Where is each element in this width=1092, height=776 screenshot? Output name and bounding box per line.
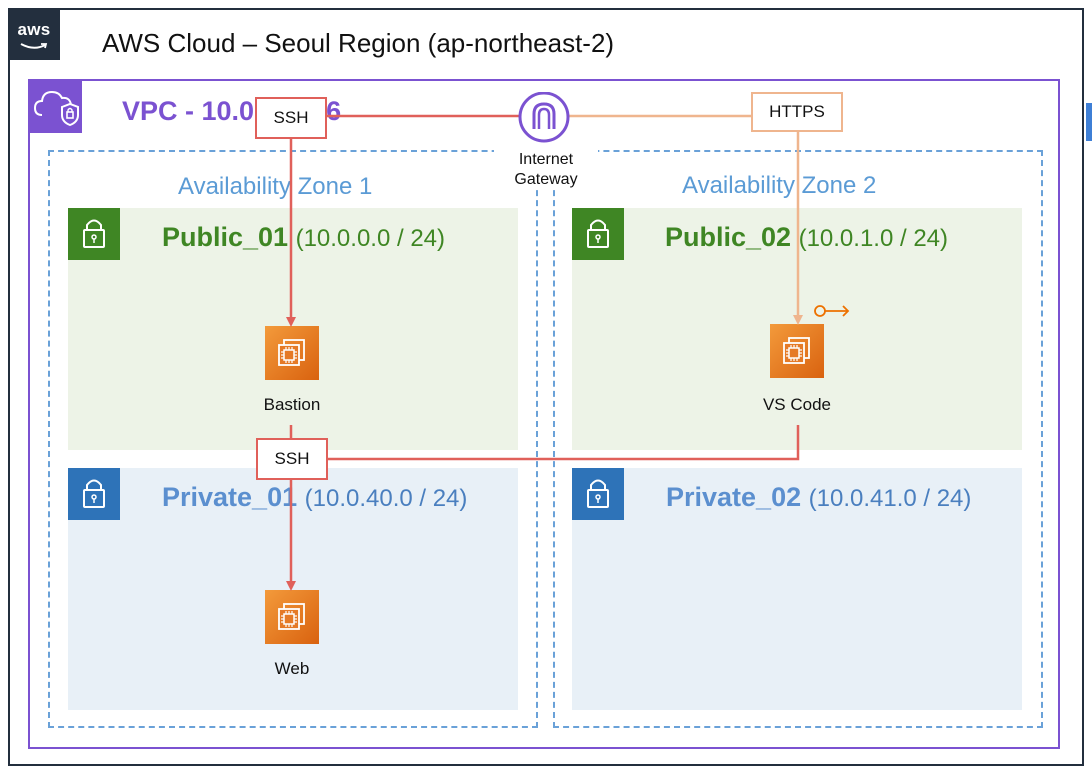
vpc-title-tail: 6 xyxy=(326,96,342,126)
lock-icon xyxy=(68,208,120,260)
key-pair-icon xyxy=(814,305,850,317)
vpc-title-head: VPC - 10.0 xyxy=(122,96,255,126)
lock-icon xyxy=(68,468,120,520)
ec2-instance-icon[interactable] xyxy=(770,324,824,378)
aws-smile-icon xyxy=(20,43,48,49)
web-label: Web xyxy=(274,659,310,678)
ssh-tag: SSH xyxy=(256,438,328,480)
aws-cloud-frame xyxy=(8,8,1084,766)
subnet-public-01-label: Public_01 (10.0.0.0 / 24) xyxy=(162,222,445,253)
subnet-name: Private_01 xyxy=(162,482,298,512)
az2-title: Availability Zone 2 xyxy=(682,172,877,199)
ssh-tag: SSH xyxy=(255,97,327,139)
bastion-label: Bastion xyxy=(263,395,321,414)
ec2-instance-icon[interactable] xyxy=(265,590,319,644)
subnet-name: Public_01 xyxy=(162,222,289,252)
https-connection-line xyxy=(568,114,803,325)
subnet-name: Private_02 xyxy=(666,482,802,512)
aws-logo: aws xyxy=(8,8,60,60)
vscode-label: VS Code xyxy=(762,395,832,414)
vpc-cloud-shield-icon xyxy=(28,79,82,133)
subnet-cidr: (10.0.0.0 / 24) xyxy=(295,225,446,252)
ssh-connection-line xyxy=(286,114,520,327)
igw-label-line: Gateway xyxy=(514,171,578,188)
subnet-private-02-label: Private_02 (10.0.41.0 / 24) xyxy=(666,482,971,513)
subnet-name: Public_02 xyxy=(665,222,792,252)
https-tag: HTTPS xyxy=(751,92,843,132)
lock-icon xyxy=(572,208,624,260)
lock-icon xyxy=(572,468,624,520)
subnet-cidr: (10.0.1.0 / 24) xyxy=(798,225,949,252)
igw-label-line: Internet xyxy=(518,151,574,168)
availability-zone-1 xyxy=(48,150,538,728)
ssh-connection-line xyxy=(291,425,800,461)
az1-title: Availability Zone 1 xyxy=(178,173,373,200)
subnet-cidr: (10.0.41.0 / 24) xyxy=(808,485,972,512)
subnet-private-01-label: Private_01 (10.0.40.0 / 24) xyxy=(162,482,467,513)
subnet-private-02 xyxy=(572,468,1022,710)
subnet-cidr: (10.0.40.0 / 24) xyxy=(304,485,468,512)
ec2-instance-icon[interactable] xyxy=(265,326,319,380)
vpc-frame xyxy=(28,79,1060,749)
subnet-public-02-label: Public_02 (10.0.1.0 / 24) xyxy=(665,222,948,253)
internet-gateway-icon xyxy=(518,92,570,143)
aws-logo-text: aws xyxy=(17,20,51,39)
vpc-title: VPC - 10.0 6 xyxy=(122,96,341,127)
cloud-title: AWS Cloud – Seoul Region (ap-northeast-2… xyxy=(102,28,615,58)
edge-fragment xyxy=(1086,103,1092,141)
